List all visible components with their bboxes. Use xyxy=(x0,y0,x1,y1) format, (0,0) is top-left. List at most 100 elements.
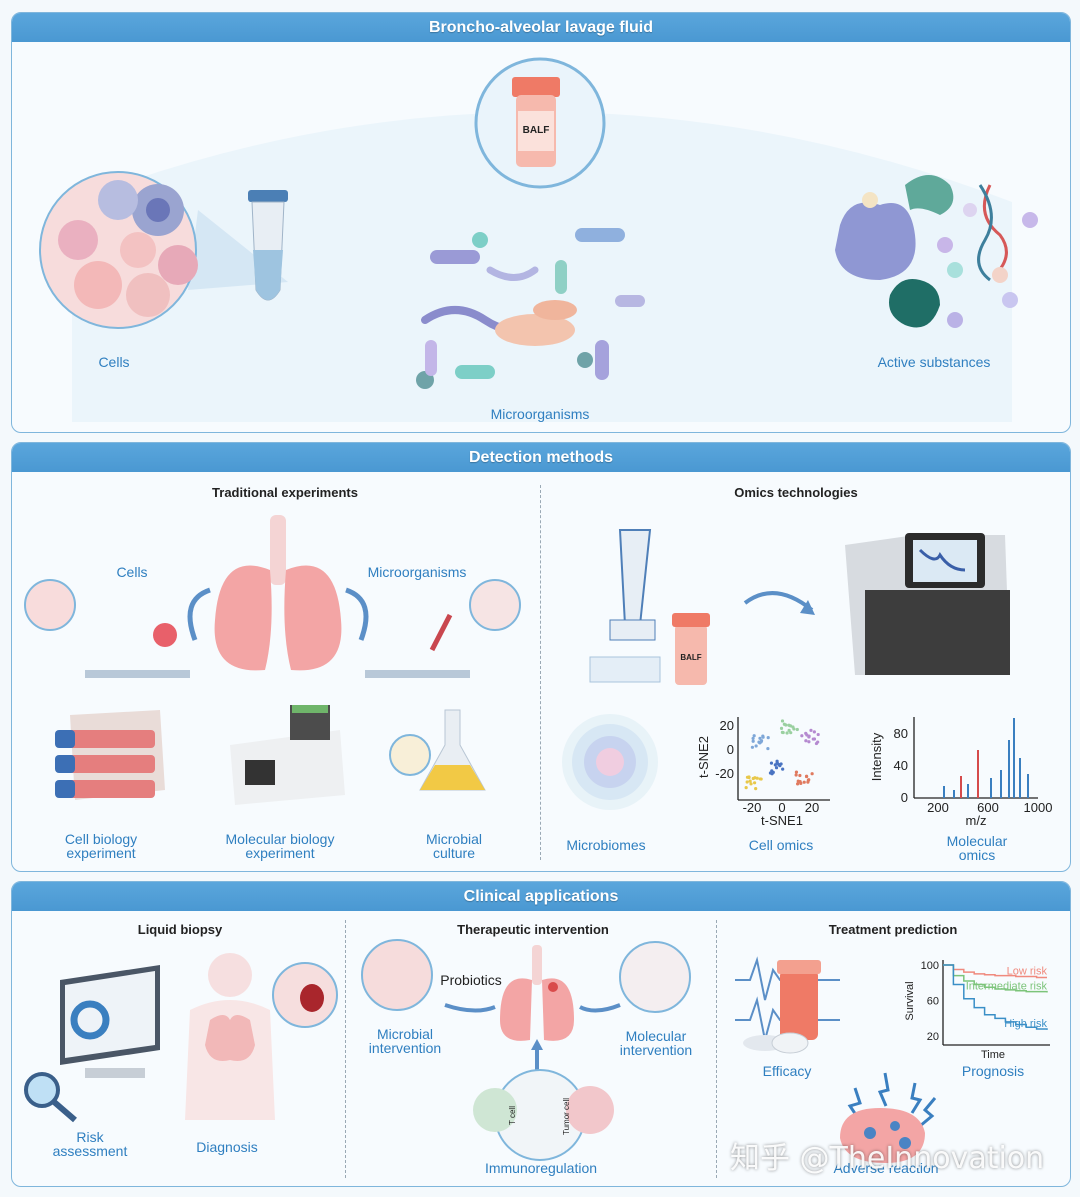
label-molecular-omics: Molecular omics xyxy=(925,834,1029,862)
survival-ytick-3: 20 xyxy=(927,1031,939,1043)
tsne-point-2-13 xyxy=(805,733,809,737)
tsne-point-3-6 xyxy=(802,780,806,784)
tsne-point-1-8 xyxy=(771,770,775,774)
label-microbial-culture-1: Microbial xyxy=(425,831,482,847)
label-prognosis: Prognosis xyxy=(961,1063,1025,1079)
tsne-point-4-11 xyxy=(751,776,755,781)
tsne-point-0-8 xyxy=(761,735,765,739)
label-microbial-int-2: intervention xyxy=(368,1040,442,1056)
omics-bottle-label: BALF xyxy=(680,653,701,662)
tsne-point-5-7 xyxy=(779,726,784,731)
survival-ylabel: Survival xyxy=(904,981,916,1020)
clinical-divider-2 xyxy=(716,920,717,1178)
tsne-point-0-11 xyxy=(766,746,770,751)
balf-panel-title: Broncho-alveolar lavage fluid xyxy=(12,13,1070,42)
tsne-point-4-12 xyxy=(753,781,757,785)
tsne-point-2-11 xyxy=(812,737,817,741)
tsne-point-5-1 xyxy=(785,731,789,735)
omics-equipment-illustration: BALF xyxy=(589,529,1010,685)
traditional-lungs-illustration xyxy=(24,515,521,678)
balf-bottle-label: BALF xyxy=(523,125,550,136)
tsne-point-4-8 xyxy=(758,777,762,781)
tsne-point-3-9 xyxy=(810,772,814,776)
ms-xlabel: m/z xyxy=(966,813,987,828)
tsne-plot: 20 0 -20 -20 0 20 t-SNE1 t-SNE2 xyxy=(696,717,830,828)
tsne-point-3-10 xyxy=(794,770,799,774)
tsne-point-3-3 xyxy=(794,773,798,777)
tsne-point-3-11 xyxy=(807,778,811,782)
label-risk-assessment: Risk assessment xyxy=(42,1130,138,1158)
tumor-cell-label: Tumor cell xyxy=(562,1098,571,1135)
ms-ytick-2: 40 xyxy=(894,758,908,773)
tsne-point-3-12 xyxy=(806,780,810,784)
label-efficacy: Efficacy xyxy=(762,1063,812,1079)
label-microbial-int-1: Microbial xyxy=(376,1026,433,1042)
tsne-point-0-3 xyxy=(750,745,755,749)
tsne-point-3-13 xyxy=(798,780,802,784)
label-microbial-culture-2: culture xyxy=(432,845,476,861)
ms-ytick-1: 80 xyxy=(894,726,908,741)
survival-legend-high-risk: High risk xyxy=(1004,1018,1047,1030)
label-cells: Cells xyxy=(98,354,130,370)
t-cell-label: T cell xyxy=(508,1106,517,1125)
balf-arc xyxy=(72,112,1012,422)
efficacy-illustration xyxy=(735,956,840,1054)
tsne-point-5-13 xyxy=(795,727,799,732)
tsne-point-5-0 xyxy=(787,728,791,732)
ms-xtick-2: 600 xyxy=(977,800,999,815)
label-molecular-omics-2: omics xyxy=(958,847,996,863)
tsne-xtick-3: 20 xyxy=(805,800,819,815)
therapeutic-heading: Therapeutic intervention xyxy=(457,922,609,937)
tsne-point-2-7 xyxy=(812,730,816,734)
label-adverse-reaction: Adverse reaction xyxy=(833,1160,939,1176)
label-trad-cells: Cells xyxy=(116,564,148,580)
active-substances-illustration xyxy=(835,175,1038,328)
label-molecular-omics-1: Molecular xyxy=(946,833,1008,849)
detection-divider xyxy=(540,485,541,860)
tsne-point-2-12 xyxy=(809,728,813,732)
tsne-ytick-2: 0 xyxy=(727,742,734,757)
label-risk-2: assessment xyxy=(52,1143,128,1159)
label-cell-biology-2: experiment xyxy=(66,845,136,861)
ms-ylabel: Intensity xyxy=(869,732,884,781)
tsne-ylabel: t-SNE2 xyxy=(696,736,711,778)
survival-ytick-1: 100 xyxy=(921,960,939,972)
tsne-point-1-10 xyxy=(778,764,782,768)
balf-bottle-illustration: BALF xyxy=(474,57,606,189)
tsne-point-5-12 xyxy=(791,725,795,729)
label-microorganisms: Microorganisms xyxy=(490,406,590,422)
watermark: 知乎 @TheInnovation xyxy=(730,1141,1045,1176)
ms-ytick-3: 0 xyxy=(901,790,908,805)
tsne-point-0-12 xyxy=(751,739,755,743)
tsne-point-5-5 xyxy=(780,719,785,723)
tsne-point-5-11 xyxy=(781,730,785,735)
detection-panel-title: Detection methods xyxy=(12,443,1070,472)
label-molecular-int-2: intervention xyxy=(619,1042,693,1058)
clinical-panel-title: Clinical applications xyxy=(12,882,1070,911)
tsne-point-1-13 xyxy=(775,759,779,763)
label-microbial-culture: Microbial culture xyxy=(404,832,504,860)
omics-heading: Omics technologies xyxy=(734,485,858,500)
treatment-prediction-heading: Treatment prediction xyxy=(828,922,958,937)
tsne-xtick-2: 0 xyxy=(778,800,785,815)
mass-spectrum-plot: 80 40 0 200 600 1000 m/z Intensity xyxy=(869,717,1052,828)
tsne-point-3-7 xyxy=(804,774,809,779)
tsne-point-0-13 xyxy=(766,736,770,740)
tsne-point-5-6 xyxy=(782,722,786,726)
tsne-point-1-7 xyxy=(768,771,773,775)
tsne-point-4-9 xyxy=(747,775,751,779)
tsne-point-4-7 xyxy=(748,779,752,783)
tsne-point-2-8 xyxy=(804,739,808,743)
label-microbiomes: Microbiomes xyxy=(566,837,646,853)
survival-xlabel: Time xyxy=(981,1049,1005,1061)
label-molecular-biology-2: experiment xyxy=(245,845,315,861)
tsne-point-5-10 xyxy=(788,724,793,728)
label-cell-biology-1: Cell biology xyxy=(64,831,138,847)
tsne-xlabel: t-SNE1 xyxy=(761,813,803,828)
tsne-point-0-10 xyxy=(752,734,756,738)
traditional-heading: Traditional experiments xyxy=(212,485,358,500)
tsne-point-0-9 xyxy=(759,740,763,744)
